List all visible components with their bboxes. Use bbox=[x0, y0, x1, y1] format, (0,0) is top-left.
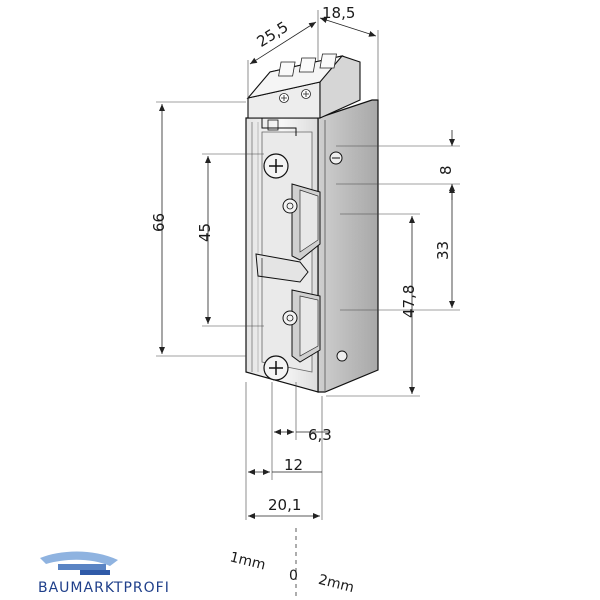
scale-indicator: 1mm 0 2mm bbox=[228, 528, 356, 600]
dim-top-left: 25,5 bbox=[254, 18, 292, 51]
terminal-block bbox=[246, 53, 361, 119]
dim-bottom-1: 6,3 bbox=[308, 426, 332, 444]
dim-top-right: 18,5 bbox=[322, 4, 355, 22]
dim-left-inner: 45 bbox=[196, 223, 214, 242]
latch-mechanism bbox=[255, 183, 321, 363]
extension-lines bbox=[156, 10, 460, 520]
mounting-screw-top bbox=[263, 153, 289, 179]
mounting-screw-bottom bbox=[263, 355, 289, 381]
scale-left: 1mm bbox=[228, 549, 267, 573]
scale-zero: 0 bbox=[289, 568, 298, 584]
dim-bottom-2: 12 bbox=[284, 456, 303, 474]
dim-right-lower: 47,8 bbox=[400, 285, 418, 318]
dim-bottom-3: 20,1 bbox=[268, 496, 301, 514]
baumarktprofi-logo: BAUMARKTPROFI bbox=[38, 551, 170, 596]
dim-left-outer: 66 bbox=[150, 213, 168, 232]
logo-text: BAUMARKTPROFI bbox=[38, 580, 170, 596]
scale-right: 2mm bbox=[317, 572, 356, 596]
side-screw bbox=[329, 151, 348, 362]
dimension-lines bbox=[159, 17, 455, 519]
dim-right-top: 8 bbox=[437, 165, 455, 175]
dim-right-mid: 33 bbox=[434, 241, 452, 260]
